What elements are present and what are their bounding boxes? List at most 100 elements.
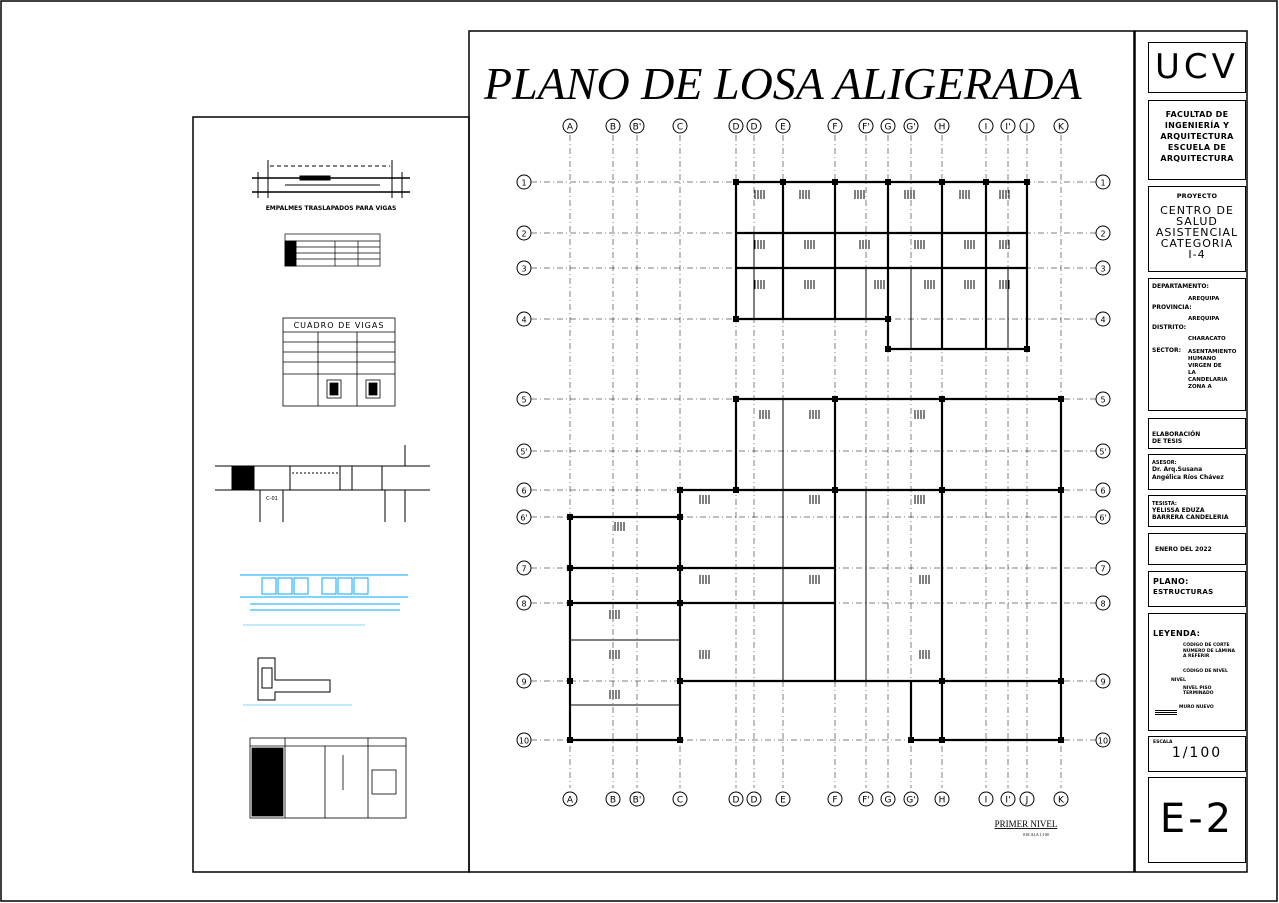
grid-column-label: H [939, 796, 946, 806]
plano-cell: PLANO: ESTRUCTURAS [1148, 571, 1246, 607]
grid-column-label: I [985, 123, 988, 133]
grid-row-label: 1 [1100, 179, 1105, 188]
grid-bubble [746, 791, 762, 807]
column-node [1058, 396, 1064, 402]
grid-row-label: 6 [1100, 487, 1105, 496]
grid-bubble [516, 443, 532, 459]
sector-label: SECTOR: [1152, 347, 1182, 354]
grid-column-label: D [733, 123, 740, 133]
grid-row-label: 5 [521, 396, 526, 405]
column-node [939, 179, 945, 185]
grid-bubble [1095, 174, 1111, 190]
faculty-text: FACULTAD DE INGENIERÍA Y ARQUITECTURA ES… [1160, 110, 1234, 163]
escala-value: 1/100 [1171, 745, 1223, 761]
grid-column-label: F [832, 796, 837, 806]
grid-row-label: 5' [520, 448, 527, 457]
column-node [677, 514, 683, 520]
column-node [832, 396, 838, 402]
grid-column-label: J [1025, 796, 1029, 806]
title-block-frame [1134, 30, 1248, 873]
grid-bubble [775, 791, 791, 807]
column-node [677, 600, 683, 606]
grid-row-label: 10 [519, 737, 529, 746]
grid-row-label: 3 [1100, 265, 1105, 274]
column-node [780, 179, 786, 185]
distrito-value: CHARACATO [1188, 336, 1226, 342]
column-node [1058, 487, 1064, 493]
splice-title: EMPALMES TRASLAPADOS PARA VIGAS [266, 205, 397, 212]
grid-bubble [605, 118, 621, 134]
grid-bubble [672, 791, 688, 807]
grid-bubble [516, 509, 532, 525]
grid-row-label: 9 [521, 678, 526, 687]
grid-row-label: 9 [1100, 678, 1105, 687]
grid-column-label: B [610, 796, 616, 806]
grid-bubble [516, 595, 532, 611]
leyenda-label: LEYENDA: [1153, 629, 1201, 638]
grid-bubble [1095, 260, 1111, 276]
grid-row-label: 3 [521, 265, 526, 274]
grid-row-label: 2 [1100, 230, 1105, 239]
location-cell: DEPARTAMENTO: AREQUIPA PROVINCIA: AREQUI… [1148, 278, 1246, 411]
asesor-value: Dr. Arq.Susana Angélica Ríos Chávez [1152, 466, 1224, 481]
column-node [885, 179, 891, 185]
drawing-title: PLANO DE LOSA ALIGERADA [483, 58, 1082, 109]
column-node [677, 487, 683, 493]
column-node [1024, 179, 1030, 185]
grid-bubble [934, 118, 950, 134]
details-panel [192, 116, 470, 873]
grid-bubble [562, 791, 578, 807]
grid-column-label: D [751, 796, 758, 806]
grid-bubble [516, 391, 532, 407]
grid-row-label: 7 [521, 565, 526, 574]
column-node [939, 396, 945, 402]
faculty-cell: FACULTAD DE INGENIERÍA Y ARQUITECTURA ES… [1148, 100, 1246, 180]
escala-label: ESCALA [1153, 740, 1173, 745]
column-node [1058, 678, 1064, 684]
grid-bubble [1095, 482, 1111, 498]
grid-bubble [516, 673, 532, 689]
column-node [733, 316, 739, 322]
grid-bubble [903, 118, 919, 134]
plano-value: ESTRUCTURAS [1153, 588, 1214, 596]
sector-value: ASENTAMIENTO HUMANO VIRGEN DE LA CANDELA… [1188, 349, 1237, 390]
column-node [733, 487, 739, 493]
beam-table [282, 317, 396, 407]
logo-text: UCV [1155, 47, 1239, 87]
grid-row-label: 7 [1100, 565, 1105, 574]
column-node [677, 678, 683, 684]
grid-row-label: 8 [521, 600, 526, 609]
column-node [908, 737, 914, 743]
grid-column-label: F' [862, 796, 870, 806]
grid-bubble [516, 560, 532, 576]
grid-bubble [1053, 791, 1069, 807]
grid-bubble [516, 260, 532, 276]
plan-panel [468, 30, 1135, 873]
grid-bubble [629, 118, 645, 134]
grid-bubble [978, 791, 994, 807]
column-node [885, 316, 891, 322]
grid-bubble [516, 225, 532, 241]
slab-detail-blue [240, 574, 408, 611]
grid-column-label: C [677, 123, 683, 133]
grid-bubble [1053, 118, 1069, 134]
grid-column-label: G' [906, 796, 915, 806]
grid-bubble [516, 482, 532, 498]
grid-column-label: F [832, 123, 837, 133]
grid-bubble [728, 791, 744, 807]
grid-row-label: 5 [1100, 396, 1105, 405]
grid-bubble [516, 174, 532, 190]
grid-column-label: C [677, 796, 683, 806]
grid-row-label: 4 [1100, 316, 1105, 325]
grid-column-label: F' [862, 123, 870, 133]
muro-nuevo-hatch-icon [1155, 709, 1177, 715]
grid-bubble [1095, 225, 1111, 241]
plan-scale: ESCALA 1:100 [1023, 832, 1048, 837]
grid-column-label: D [751, 123, 758, 133]
grid-bubble [746, 118, 762, 134]
column-detail [257, 657, 331, 701]
column-node [939, 678, 945, 684]
grid-column-label: G [885, 123, 892, 133]
